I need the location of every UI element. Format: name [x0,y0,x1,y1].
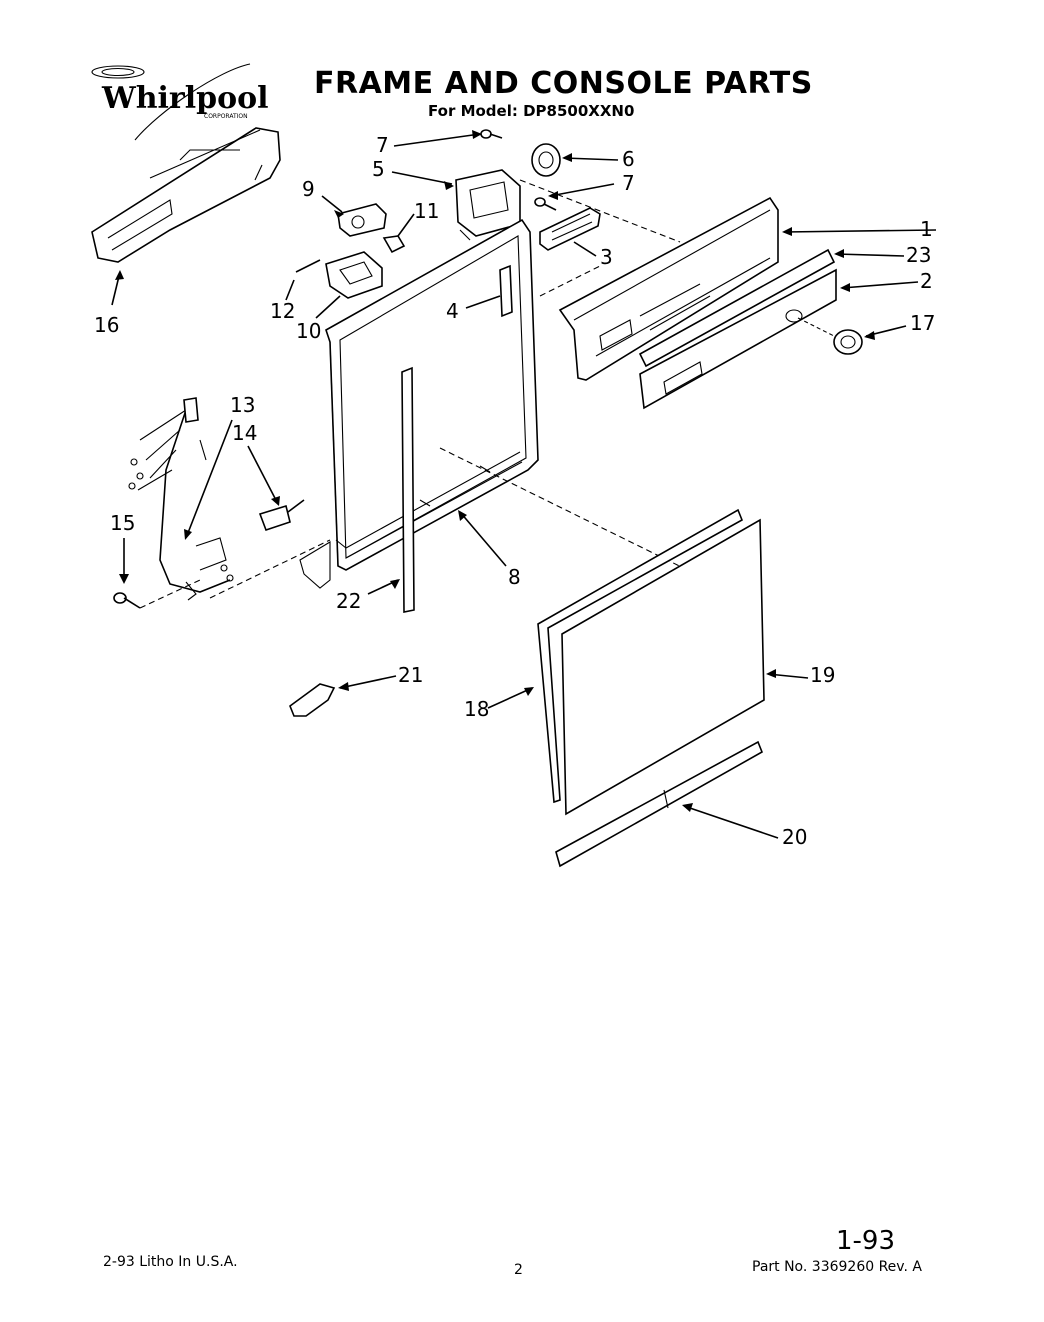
door-frame-shape [299,218,539,589]
callout-13: 13 [230,393,255,417]
model-subtitle: For Model: DP8500XXN0 [428,102,635,120]
part-3-shape [539,207,601,251]
callout-16: 16 [94,313,119,337]
callout-22: 22 [336,589,361,613]
callout-3: 3 [600,245,613,269]
callout-21: 21 [398,663,423,687]
callout-11: 11 [414,199,439,223]
part-4-shape [499,264,513,318]
part-11-shape [382,235,406,254]
part-7-screw-top [480,129,503,139]
callout-19: 19 [810,663,835,687]
part-10-shape [325,251,383,299]
callout-23: 23 [906,243,931,267]
part-12-shape [295,259,321,273]
part-2-shape [639,268,837,410]
whirlpool-logo: Whirlpool CORPORATION [91,63,269,141]
part-9-shape [337,203,387,237]
part-19-door-panel [561,518,765,816]
callout-7-right: 7 [622,171,635,195]
callout-8: 8 [508,565,521,589]
callout-10: 10 [296,319,321,343]
callout-12: 12 [270,299,295,323]
footer-part-number: Part No. 3369260 Rev. A [752,1259,922,1275]
part-16-shape [91,127,281,263]
part-6-shape [531,143,561,177]
page-title: FRAME AND CONSOLE PARTS [314,66,813,101]
footer-page-number: 2 [514,1262,523,1278]
wire-harness-shape [128,397,234,601]
callout-5: 5 [372,157,385,181]
callout-6: 6 [622,147,635,171]
part-14-shape [258,499,305,532]
part-7-screw-right [534,197,557,211]
callout-9: 9 [302,177,315,201]
callout-4: 4 [446,299,459,323]
callout-7-top: 7 [376,133,389,157]
callout-17: 17 [910,311,935,335]
logo-corporation: CORPORATION [204,113,248,120]
callout-20: 20 [782,825,807,849]
handwritten-date: 1-93 [836,1226,896,1256]
part-22-shape [401,366,415,613]
part-17-knob-shape [833,329,863,355]
part-21-shape [289,683,336,717]
part-15-screw [113,592,141,609]
callout-18: 18 [464,697,489,721]
part-20-trim-shape [555,740,764,868]
part-1-console-shape [558,196,779,381]
part-18-door-panel [537,508,744,804]
callout-15: 15 [110,511,135,535]
footer-litho: 2-93 Litho In U.S.A. [103,1254,238,1270]
callout-2: 2 [920,269,933,293]
callout-1: 1 [920,217,933,241]
part-23-shape [638,248,836,368]
callout-14: 14 [232,421,257,445]
logo-wordmark: Whirlpool [101,81,269,116]
